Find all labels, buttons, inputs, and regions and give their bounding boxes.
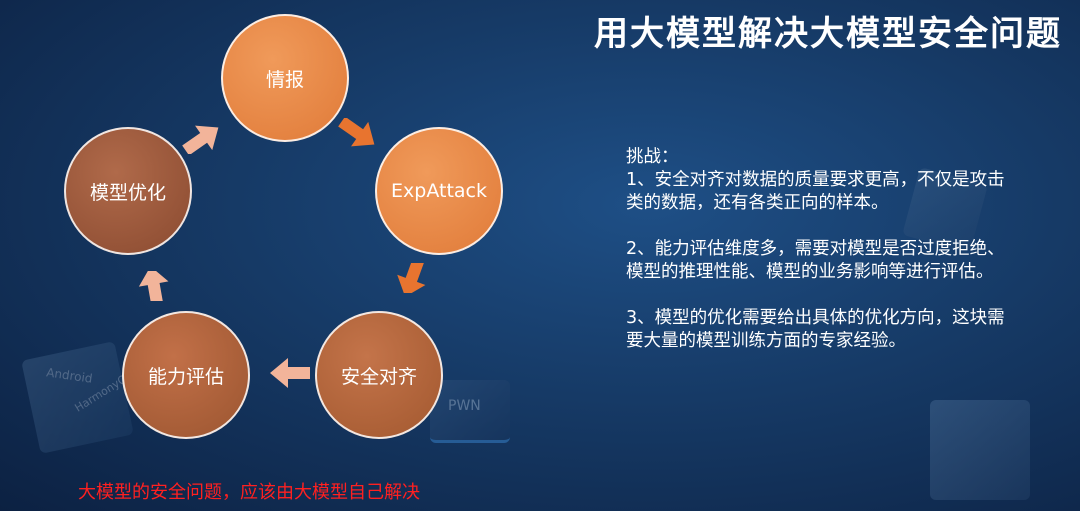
- cycle-node-label: 安全对齐: [341, 362, 417, 389]
- cycle-node-intelligence: 情报: [221, 14, 349, 142]
- arrow-align-to-eval-icon: [270, 358, 310, 388]
- cycle-node-label: 模型优化: [90, 178, 166, 205]
- challenges-panel: 挑战： 1、安全对齐对数据的质量要求更高，不仅是攻击类的数据，还有各类正向的样本…: [626, 146, 1016, 376]
- arrow-exp-to-align-icon: [392, 263, 432, 293]
- cycle-node-label: 情报: [266, 65, 304, 92]
- cycle-node-label: ExpAttack: [391, 180, 487, 202]
- arrow-opt-to-intel-icon: [182, 124, 222, 154]
- arrow-intel-to-exp-icon: [338, 118, 378, 148]
- bg-cube-android: Android HarmonyOS: [21, 341, 134, 454]
- challenges-heading: 挑战：: [626, 146, 1016, 169]
- challenge-item-1: 1、安全对齐对数据的质量要求更高，不仅是攻击类的数据，还有各类正向的样本。: [626, 169, 1016, 215]
- cycle-node-model-optimization: 模型优化: [64, 127, 192, 255]
- cycle-node-capability-eval: 能力评估: [122, 311, 250, 439]
- bg-cube-right: [930, 400, 1030, 500]
- cycle-node-label: 能力评估: [148, 362, 224, 389]
- challenge-item-3: 3、模型的优化需要给出具体的优化方向，这块需要大量的模型训练方面的专家经验。: [626, 307, 1016, 353]
- arrow-eval-to-opt-icon: [134, 271, 174, 301]
- cycle-node-safety-alignment: 安全对齐: [315, 311, 443, 439]
- cycle-node-expattack: ExpAttack: [375, 127, 503, 255]
- slide-title: 用大模型解决大模型安全问题: [594, 6, 1062, 55]
- bg-tile-pwn: PWN: [430, 380, 510, 443]
- red-caption: 大模型的安全问题，应该由大模型自己解决: [78, 478, 420, 504]
- challenge-item-2: 2、能力评估维度多，需要对模型是否过度拒绝、模型的推理性能、模型的业务影响等进行…: [626, 238, 1016, 284]
